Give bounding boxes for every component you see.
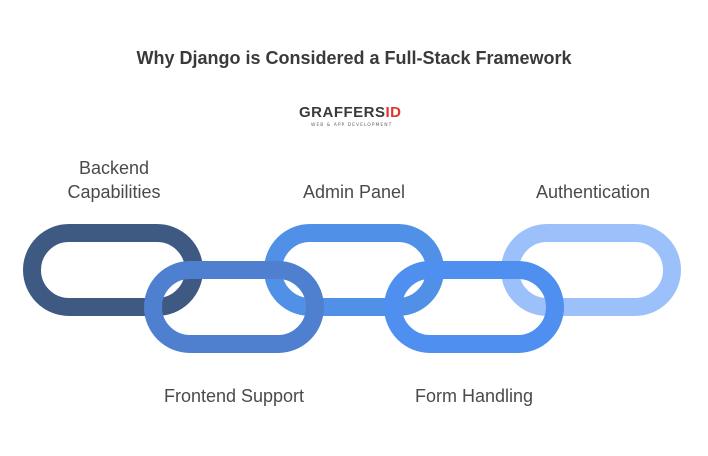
chain-link-form-handling	[384, 261, 564, 353]
diagram-title: Why Django is Considered a Full-Stack Fr…	[136, 48, 572, 68]
logo-tagline: WEB & APP DEVELOPMENT	[311, 123, 393, 128]
grafferid-logo: GRAFFERSID WEB & APP DEVELOPMENT	[299, 104, 409, 128]
label-form-handling: Form Handling	[414, 386, 534, 406]
logo-wordmark: GRAFFERSID	[299, 104, 402, 121]
label-authentication: Authentication	[535, 182, 651, 202]
label-backend: Backend Capabilities	[67, 158, 161, 202]
label-admin-panel: Admin Panel	[302, 182, 406, 202]
chain-link-frontend-support	[144, 261, 324, 353]
label-frontend-support: Frontend Support	[163, 386, 305, 406]
